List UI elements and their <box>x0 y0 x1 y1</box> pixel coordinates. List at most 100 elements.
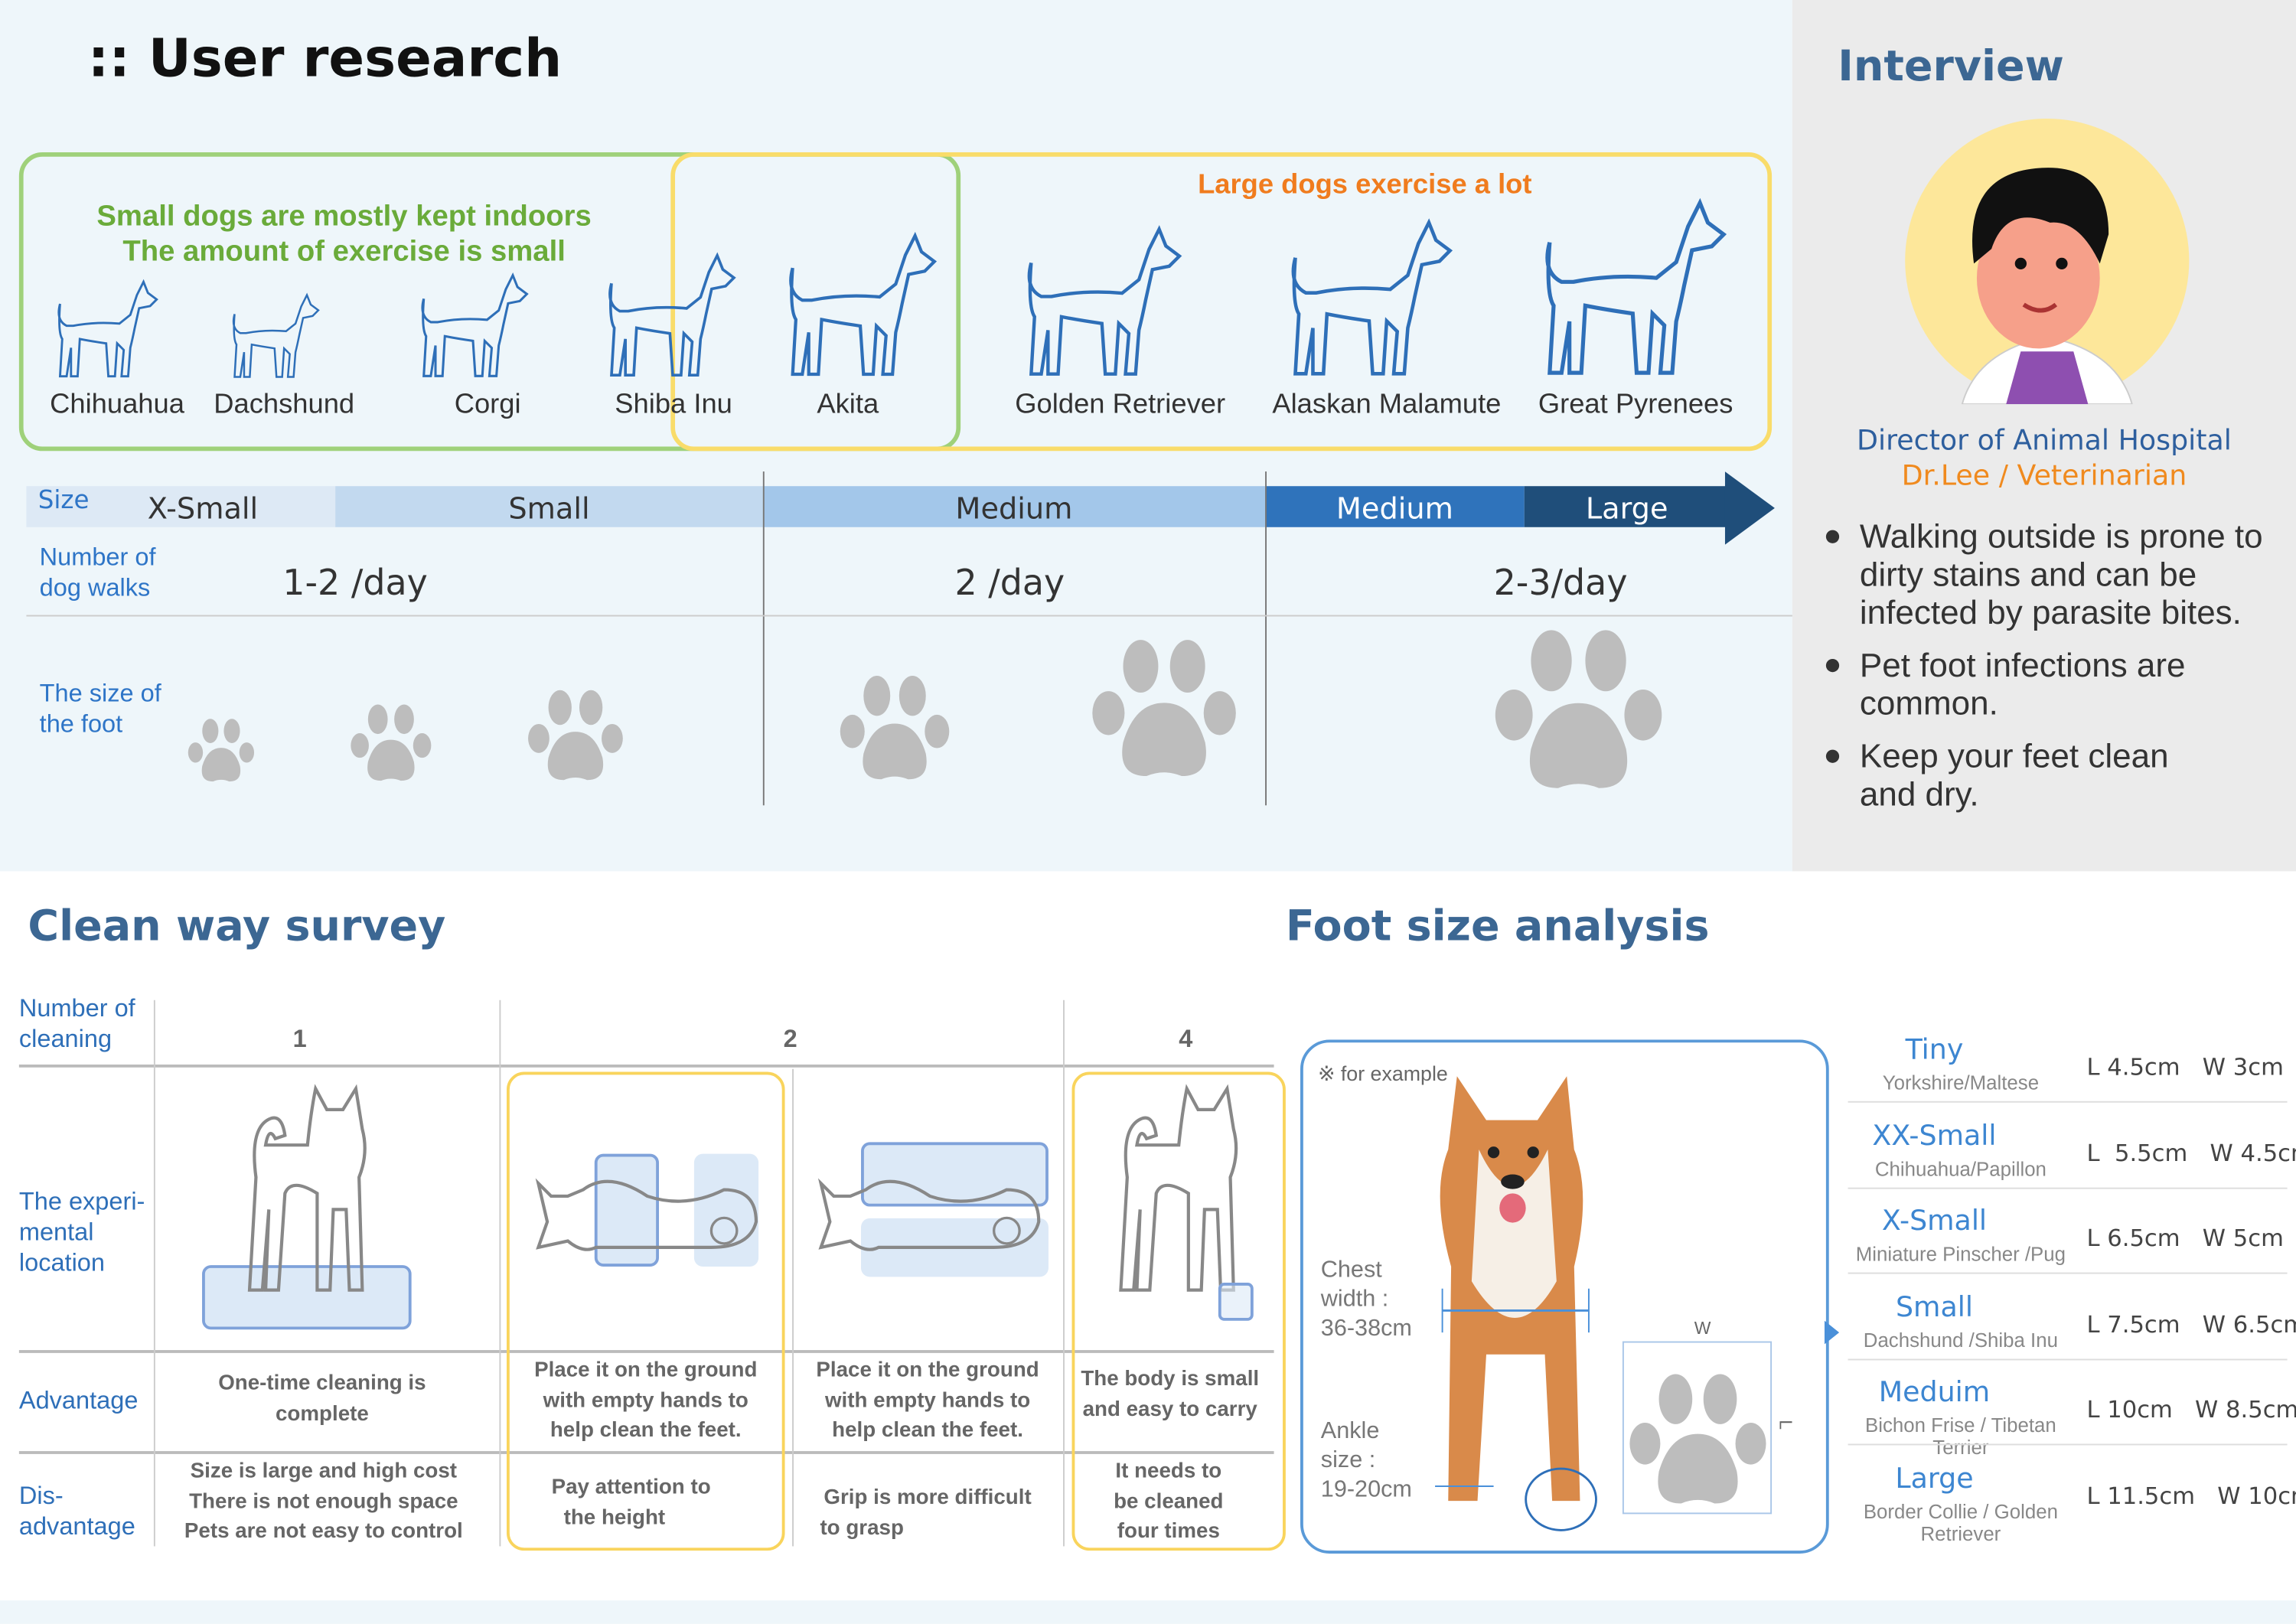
size-dimensions: L 10cm W 8.5cm <box>2086 1395 2296 1423</box>
cell-line: be cleaned <box>1114 1489 1224 1514</box>
cleaning-count: 1 <box>292 1025 307 1053</box>
size-dimensions: L 6.5cm W 5cm <box>2086 1224 2284 1252</box>
lying-dog-outline <box>798 1164 1062 1267</box>
interview-bullets: Walking outside is prone to dirty stains… <box>1825 517 2288 813</box>
size-medium-large: Medium <box>1265 486 1525 527</box>
foot-analysis-title: Foot size analysis <box>1285 900 1710 951</box>
pyrenees-illustration <box>1508 183 1757 380</box>
large-dogs-group <box>670 152 1773 452</box>
label-line: Dis- <box>18 1482 64 1510</box>
length-label: L <box>1775 1420 1796 1430</box>
label-line: the foot <box>39 709 123 739</box>
size-small: Small <box>335 486 763 527</box>
cell-line: help clean the feet. <box>550 1418 742 1443</box>
cell-line: One-time cleaning is <box>218 1371 426 1396</box>
highlight-box <box>507 1071 785 1551</box>
small-dogs-group <box>18 152 961 452</box>
row-label-advantage: Advantage <box>18 1386 139 1415</box>
dog-label: Dachshund <box>214 389 355 421</box>
size-divider <box>1848 1186 2288 1189</box>
width-label: W <box>1694 1317 1711 1339</box>
cell-line: There is not enough space <box>189 1489 458 1514</box>
cleaning-pad-shape <box>861 1142 1049 1207</box>
interview-bullet: Walking outside is prone to dirty stains… <box>1825 517 2288 631</box>
paw-icon <box>1492 627 1665 797</box>
size-name: Small <box>1895 1290 1973 1323</box>
paw-icon <box>837 673 951 784</box>
label-line: The size of <box>39 679 161 708</box>
size-medium: Medium <box>762 486 1266 527</box>
paw-icon <box>188 718 255 785</box>
cleaning-cup-shape <box>1218 1283 1254 1321</box>
label-line: advantage <box>18 1512 135 1541</box>
label-line: Ankle <box>1320 1418 1380 1444</box>
size-breeds: Border Collie / Golden Retriever <box>1863 1500 2058 1544</box>
cleaning-count: 4 <box>1179 1025 1193 1053</box>
segment-label: X-Small <box>147 490 259 526</box>
table-col-divider <box>1063 1000 1065 1547</box>
corgi-illustration <box>378 263 569 380</box>
divider <box>762 471 765 806</box>
chihuahua-illustration <box>44 271 168 380</box>
divider <box>26 615 1792 617</box>
size-breeds: Yorkshire/Maltese <box>1882 1071 2040 1094</box>
size-divider <box>1848 1272 2288 1274</box>
size-name: XX-Small <box>1872 1119 1997 1152</box>
malamute-illustration <box>1252 205 1486 381</box>
dog-label: Alaskan Malamute <box>1272 389 1502 421</box>
table-col-divider <box>792 1068 794 1547</box>
cell-line: to grasp <box>820 1516 904 1540</box>
highlight-box <box>1071 1071 1286 1551</box>
measurement-lines <box>1435 1288 1590 1487</box>
cell-line: Grip is more difficult <box>823 1485 1032 1510</box>
cell-line: Pets are not easy to control <box>184 1520 463 1544</box>
size-name: Tiny <box>1905 1033 1964 1066</box>
paw-icon <box>526 688 625 784</box>
walks-value: 2 /day <box>954 562 1065 604</box>
cell-line: Pay attention to <box>551 1476 711 1500</box>
footer-strip <box>0 1600 2296 1624</box>
walks-value: 1-2 /day <box>282 562 428 604</box>
example-note: ※ for example <box>1317 1061 1448 1085</box>
size-name: Large <box>1895 1462 1974 1495</box>
label-line: 19-20cm <box>1320 1477 1412 1503</box>
interview-title: Interview <box>1838 41 2064 91</box>
row-label-disadvantage: Dis-advantage <box>19 1480 135 1541</box>
dog-label: Corgi <box>454 389 521 421</box>
label-line: mental <box>18 1218 94 1247</box>
cell-line: Place it on the ground <box>534 1358 758 1383</box>
arrow-head-icon <box>1724 471 1775 545</box>
label-line: Chest <box>1320 1257 1382 1283</box>
dog-label: Great Pyrenees <box>1538 389 1733 421</box>
dog-label: Chihuahua <box>50 389 184 421</box>
interview-bullet: Pet foot infections are common. <box>1825 646 2288 722</box>
walks-value: 2-3/day <box>1493 562 1628 604</box>
label-line: location <box>18 1249 106 1277</box>
interview-bullet: Keep your feet clean and dry. <box>1825 736 2211 813</box>
size-divider <box>1848 1443 2288 1446</box>
interviewee-role: Director of Animal Hospital <box>1857 424 2232 457</box>
cell-line: Place it on the ground <box>816 1358 1039 1383</box>
size-dimensions: L 5.5cm W 4.5cm <box>2086 1138 2296 1166</box>
label-line: size : <box>1320 1448 1376 1473</box>
akita-illustration <box>768 220 951 380</box>
paw-icon <box>348 703 433 784</box>
cell-line: It needs to <box>1115 1459 1222 1484</box>
table-rule <box>18 1451 1274 1454</box>
size-name: X-Small <box>1881 1205 1988 1238</box>
golden-retriever-illustration <box>967 212 1238 380</box>
dog-label: Golden Retriever <box>1015 389 1226 421</box>
note-line: Small dogs are mostly kept indoors <box>96 201 592 233</box>
ankle-circle <box>1525 1467 1597 1531</box>
